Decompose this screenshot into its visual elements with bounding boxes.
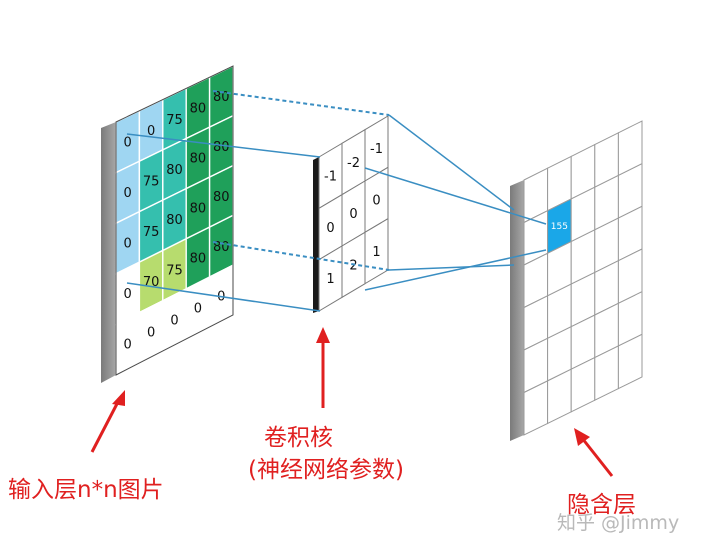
input-layer: 0075808007580808007580808007075808000000 <box>101 64 234 383</box>
arrow-to-input-layer-head <box>112 390 125 406</box>
input-grid-cell-value: 0 <box>124 135 132 150</box>
arrow-to-kernel-head <box>316 327 330 343</box>
input-grid-cell-value: 80 <box>190 152 207 167</box>
input-grid-cell-value: 80 <box>213 190 230 205</box>
input-grid-cell-value: 80 <box>213 140 230 155</box>
connector-dashed-line <box>212 241 390 271</box>
input-grid-cell-value: 80 <box>166 213 183 228</box>
connector-line <box>364 249 547 291</box>
kernel-grid-cell-value: -1 <box>324 170 337 185</box>
connector-line <box>364 167 547 225</box>
kernel-grid-cell-value: 0 <box>372 194 380 209</box>
input-grid-cell-value: 0 <box>194 302 202 317</box>
kernel-caption-detail: (神经网络参数) <box>248 457 404 483</box>
kernel-edge <box>313 157 319 313</box>
hidden-highlight-value: 155 <box>551 222 568 232</box>
input-grid-cell-value: 75 <box>143 225 160 240</box>
input-grid-cell-value: 75 <box>166 113 183 128</box>
input-grid-cell-value: 75 <box>166 263 183 278</box>
input-layer-caption: 输入层n*n图片 <box>8 477 164 503</box>
input-grid-values: 0075808007580808007580808007075808000000 <box>124 90 230 352</box>
input-layer-edge <box>101 122 116 383</box>
input-grid-cell-value: 0 <box>124 287 132 302</box>
hidden-grid: 155 <box>523 120 643 436</box>
input-grid-cell-value: 0 <box>124 337 132 352</box>
hidden-layer-caption: 隐含层 <box>567 492 636 518</box>
kernel-caption: 卷积核 <box>264 425 333 451</box>
input-grid-cell-value: 80 <box>190 102 207 117</box>
hidden-layer-edge <box>510 180 524 441</box>
input-grid-cell-value: 80 <box>190 252 207 267</box>
connector-line <box>388 264 515 271</box>
input-grid-cell-value: 80 <box>166 163 183 178</box>
arrows <box>90 327 614 477</box>
kernel-grid-cell-value: 0 <box>326 221 334 236</box>
connector-line <box>126 133 321 158</box>
kernel-grid-cell-value: 1 <box>372 245 380 260</box>
input-grid-cell-value: 80 <box>190 202 207 217</box>
connector-dashed-line <box>212 90 390 116</box>
input-grid-border <box>115 65 234 376</box>
input-grid-cell-value: 80 <box>213 90 230 105</box>
input-grid-cell-value: 75 <box>143 174 160 189</box>
input-grid-cell-value: 0 <box>124 186 132 201</box>
kernel-grid-cell-value: 0 <box>349 207 357 222</box>
connector-line <box>126 282 321 312</box>
hidden-grid-cell <box>617 333 643 390</box>
kernel-grid-cell-value: 1 <box>326 272 334 287</box>
input-grid-cell-value: 0 <box>147 124 155 139</box>
connector-lines <box>126 90 547 312</box>
kernel-grid-cell-value: 2 <box>349 259 357 274</box>
input-grid-cell-value: 0 <box>124 236 132 251</box>
input-grid-cell-value: 0 <box>147 326 155 341</box>
kernel-grid-cell-value: -1 <box>370 142 383 157</box>
arrow-to-hidden-layer-head <box>574 428 590 446</box>
watermark: 知乎 @Jimmy <box>557 512 680 534</box>
connector-line <box>388 114 515 211</box>
kernel-grid-cell-value: -2 <box>347 156 360 171</box>
input-grid <box>115 64 234 377</box>
input-grid-cell-value: 80 <box>213 240 230 255</box>
arrow-to-hidden-layer <box>580 437 614 477</box>
arrow-to-input-layer <box>90 397 122 453</box>
hidden-layer: 155 <box>510 120 643 441</box>
input-grid-cell-value: 0 <box>170 314 178 329</box>
